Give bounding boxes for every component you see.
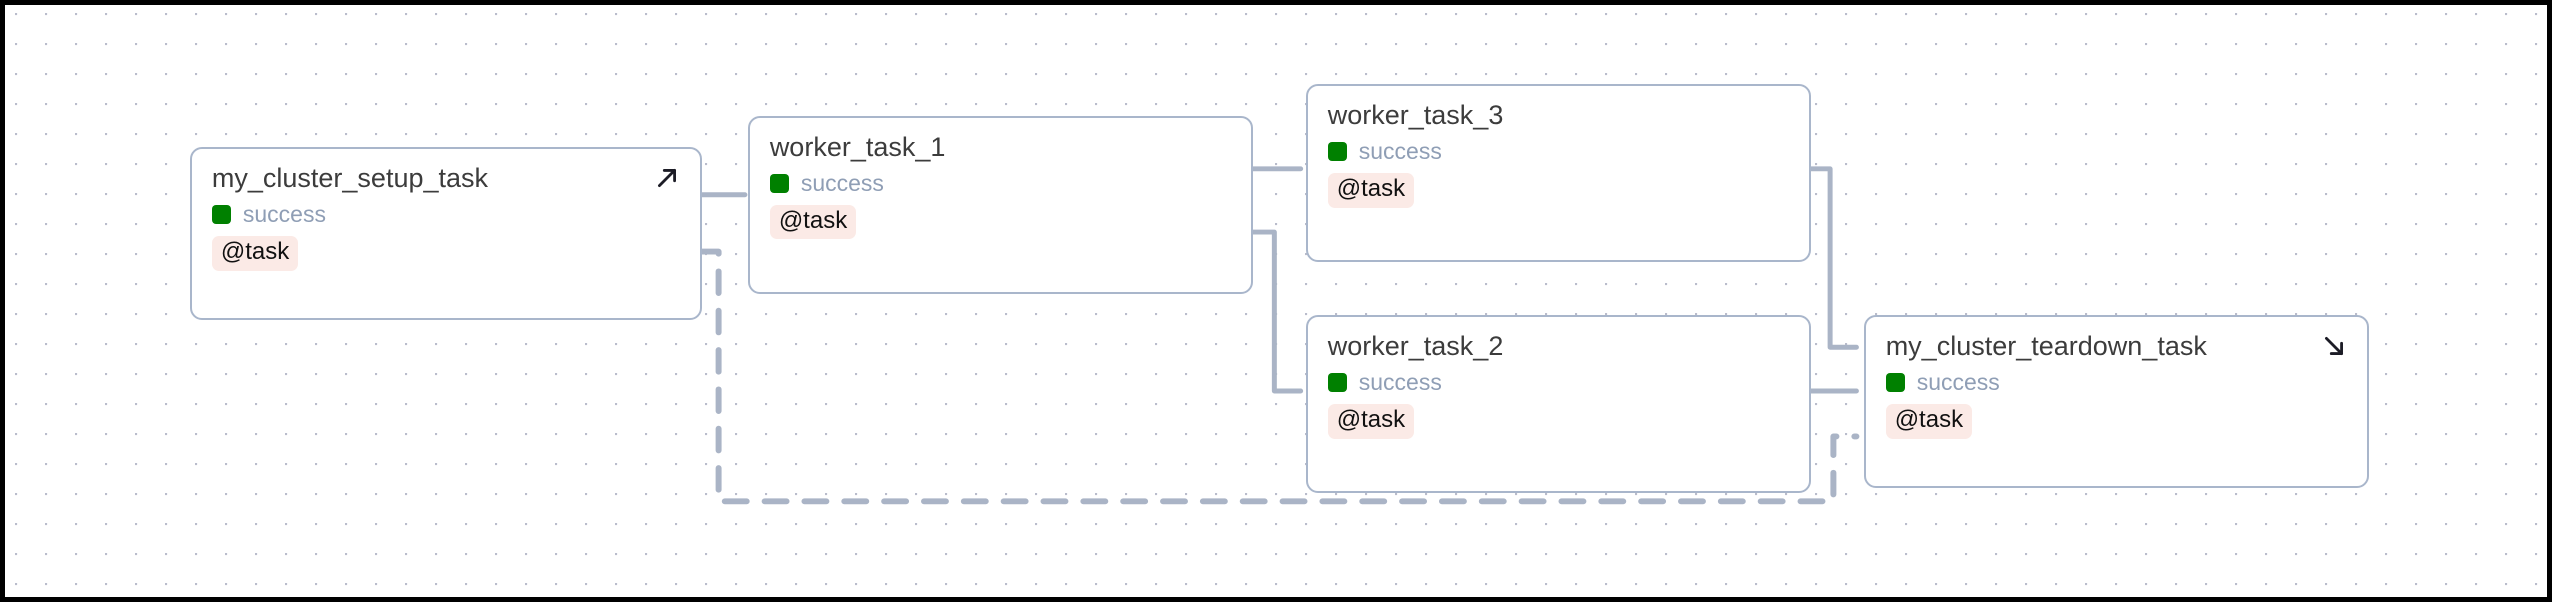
edge-worker_task_1-to-worker_task_2[interactable] <box>1245 229 1304 394</box>
status-row: success <box>1327 369 1789 396</box>
node-header: worker_task_3 <box>1328 100 1789 131</box>
node-header: worker_task_1 <box>770 132 1231 163</box>
status-row: success <box>211 200 680 227</box>
badge-row: @task <box>1885 394 2347 439</box>
badge-row: @task <box>211 226 680 271</box>
task-type-badge: @task <box>1327 173 1415 209</box>
task-node-title: worker_task_1 <box>769 131 946 162</box>
green-square-icon <box>211 204 231 224</box>
arrow-up-right-icon <box>657 168 676 187</box>
status-row: success <box>1885 369 2347 396</box>
edge-my_cluster_setup_task-to-my_cluster_teardown_task[interactable] <box>695 248 1860 505</box>
arrow-down-right-icon <box>2324 337 2343 356</box>
status-row: success <box>769 169 1231 196</box>
status-label: success <box>1358 369 1442 396</box>
task-type-badge: @task <box>211 235 299 271</box>
edge-worker_task_3-to-my_cluster_teardown_task[interactable] <box>1801 166 1859 350</box>
status-row: success <box>1327 138 1789 165</box>
green-square-icon <box>1885 373 1905 393</box>
node-header: my_cluster_setup_task <box>212 163 680 194</box>
edge-layer <box>695 166 1860 505</box>
green-square-icon <box>769 173 789 193</box>
node-header: my_cluster_teardown_task <box>1886 331 2347 362</box>
task-type-badge: @task <box>769 204 857 240</box>
task-node-title: my_cluster_teardown_task <box>1885 331 2207 362</box>
task-node-title: worker_task_2 <box>1327 331 1504 362</box>
green-square-icon <box>1327 142 1347 162</box>
badge-row: @task <box>1327 163 1789 209</box>
status-label: success <box>800 169 884 196</box>
node-header: worker_task_2 <box>1328 331 1789 362</box>
task-type-badge: @task <box>1327 404 1415 439</box>
task-node-title: my_cluster_setup_task <box>211 162 489 193</box>
status-label: success <box>242 200 326 227</box>
status-label: success <box>1916 369 2000 396</box>
badge-row: @task <box>1327 394 1789 439</box>
task-type-badge: @task <box>1885 404 1973 439</box>
badge-row: @task <box>769 195 1231 240</box>
status-label: success <box>1358 138 1442 165</box>
green-square-icon <box>1327 373 1347 393</box>
task-node-title: worker_task_3 <box>1327 100 1504 131</box>
